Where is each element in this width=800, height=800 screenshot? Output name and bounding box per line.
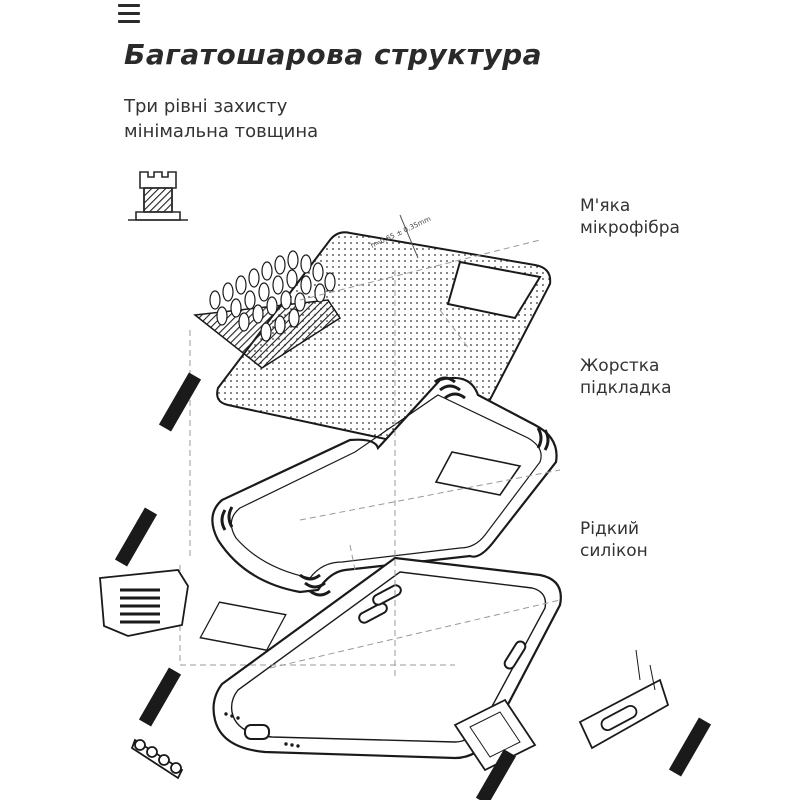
- layer-label-liquid-silicone-line-2: силікон: [580, 541, 648, 561]
- microfiber-tag-icon: [158, 372, 202, 432]
- castle-tower-icon: [128, 171, 188, 221]
- layer-label-microfiber-line-1: М'яка: [580, 196, 631, 216]
- liquid-silicone-layer: [199, 556, 562, 760]
- subtitle-line-1: Три рівні захисту: [124, 96, 288, 117]
- subtitle-line-2: мінімальна товщина: [124, 121, 319, 142]
- side-button-detail: [578, 649, 670, 750]
- layer-label-microfiber: М'яка мікрофібра: [580, 195, 680, 239]
- hard-base-layer: [211, 376, 558, 597]
- construction-lines: [179, 239, 561, 680]
- menu-icon[interactable]: [118, 4, 140, 24]
- layer-label-hard-base: Жорстка підкладка: [580, 355, 672, 399]
- layer-label-microfiber-line-2: мікрофібра: [580, 218, 680, 238]
- camera-tag-icon: [475, 749, 517, 800]
- side-button-tag-icon: [668, 717, 712, 777]
- corner-protection-detail: [99, 569, 189, 637]
- layer-label-hard-base-line-2: підкладка: [580, 378, 672, 398]
- subtitle: Три рівні захисту мінімальна товщина: [124, 94, 318, 144]
- layer-label-hard-base-line-1: Жорстка: [580, 356, 660, 376]
- camera-protection-detail: [453, 698, 537, 772]
- corner-tag-icon: [114, 507, 158, 567]
- buttons-detail: [130, 738, 184, 780]
- page-title: Багатошарова структура: [124, 38, 543, 71]
- buttons-tag-icon: [138, 667, 182, 727]
- layer-label-liquid-silicone: Рідкий силікон: [580, 518, 648, 562]
- layer-label-liquid-silicone-line-1: Рідкий: [580, 519, 640, 539]
